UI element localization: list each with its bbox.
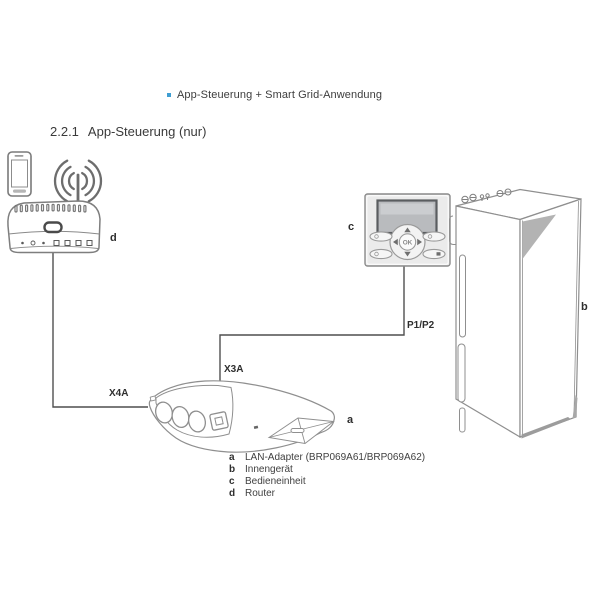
controller-buttons bbox=[369, 231, 446, 260]
legend-row-a: a LAN-Adapter (BRP069A61/BRP069A62) bbox=[229, 452, 425, 464]
device-label-router: d bbox=[110, 232, 117, 244]
legend: a LAN-Adapter (BRP069A61/BRP069A62) b In… bbox=[229, 452, 425, 500]
unit-shading-triangle bbox=[522, 214, 556, 259]
controller-dpad: OK bbox=[389, 223, 426, 261]
wire-label-p1p2: P1/P2 bbox=[407, 320, 435, 331]
controller-illustration: OK bbox=[364, 193, 451, 267]
bullet-icon bbox=[167, 93, 171, 97]
legend-row-c: c Bedieneinheit bbox=[229, 476, 425, 488]
unit-top-fittings bbox=[461, 188, 512, 204]
device-label-indoor-unit: b bbox=[581, 301, 588, 313]
lan-adapter-illustration bbox=[148, 380, 335, 453]
legend-key: a bbox=[229, 452, 235, 463]
router-vent-slots bbox=[14, 203, 87, 213]
device-label-lan-adapter: a bbox=[347, 414, 354, 426]
device-label-controller: c bbox=[348, 221, 355, 233]
wire-label-x4a: X4A bbox=[109, 388, 129, 399]
router-status-leds bbox=[21, 240, 93, 246]
legend-label: Router bbox=[245, 488, 276, 499]
section-heading: 2.2.1 App-Steuerung (nur) bbox=[50, 124, 206, 139]
indoor-unit-illustration bbox=[449, 188, 582, 439]
legend-label: LAN-Adapter (BRP069A61/BRP069A62) bbox=[245, 452, 426, 463]
legend-key: c bbox=[229, 476, 235, 487]
wifi-signal-icon bbox=[53, 159, 103, 206]
unit-side-handles bbox=[449, 215, 466, 433]
wires bbox=[52, 253, 405, 408]
adapter-round-ports bbox=[154, 401, 207, 433]
bullet-list-item: App-Steuerung + Smart Grid-Anwendung bbox=[167, 89, 382, 101]
wire-router-to-adapter bbox=[52, 253, 148, 408]
legend-label: Innengerät bbox=[245, 464, 293, 475]
legend-label: Bedieneinheit bbox=[245, 476, 306, 487]
adapter-cover-pattern bbox=[267, 417, 335, 445]
legend-row-d: d Router bbox=[229, 488, 425, 500]
smartphone-icon bbox=[7, 151, 32, 197]
router-port bbox=[43, 221, 63, 234]
ok-button-label: OK bbox=[403, 240, 413, 247]
adapter-led bbox=[253, 425, 259, 429]
bullet-text: App-Steuerung + Smart Grid-Anwendung bbox=[177, 89, 383, 101]
legend-row-b: b Innengerät bbox=[229, 464, 425, 476]
legend-key: d bbox=[229, 488, 236, 499]
router-illustration bbox=[7, 200, 101, 254]
wire-controller-to-adapter bbox=[219, 266, 405, 383]
section-title: App-Steuerung (nur) bbox=[87, 124, 207, 139]
wire-label-x3a: X3A bbox=[224, 364, 244, 375]
section-number: 2.2.1 bbox=[50, 124, 79, 139]
adapter-square-port bbox=[209, 411, 229, 431]
legend-key: b bbox=[229, 464, 236, 475]
